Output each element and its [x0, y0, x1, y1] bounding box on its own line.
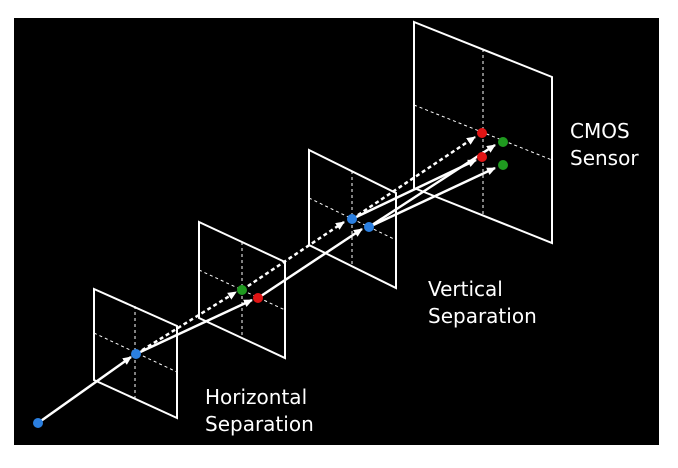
sensor-label-line2: Sensor	[570, 146, 639, 170]
horizontal-separation-label: Horizontal Separation	[205, 385, 314, 436]
ray-v-split-2	[257, 227, 363, 300]
panel1-point	[131, 349, 141, 359]
ray-to-sensor-3	[368, 143, 496, 229]
panel3-point-b	[364, 222, 374, 232]
diagram-background	[14, 18, 659, 445]
sensor-green-point-2	[498, 160, 508, 170]
sensor-red-point-1	[477, 128, 487, 138]
sensor-label-line1: CMOS	[570, 119, 630, 143]
optical-panel-1	[93, 287, 178, 420]
ray-to-sensor-1	[351, 135, 476, 221]
ray-input	[37, 355, 132, 425]
cmos-sensor-label: CMOS Sensor	[570, 119, 639, 170]
horizontal-label-line2: Separation	[205, 412, 314, 436]
vertical-separation-label: Vertical Separation	[428, 277, 537, 328]
panel2-green-point	[237, 285, 247, 295]
vertical-label-line1: Vertical	[428, 277, 503, 301]
source-point	[33, 418, 43, 428]
ray-to-sensor-4	[368, 166, 496, 229]
panel2-red-point	[253, 293, 263, 303]
sensor-red-point-2	[477, 152, 487, 162]
ray-h-split-upper	[135, 290, 237, 356]
vertical-label-line2: Separation	[428, 304, 537, 328]
light-rays	[37, 135, 496, 425]
ray-h-split-lower	[135, 298, 253, 356]
horizontal-label-line1: Horizontal	[205, 385, 307, 409]
sensor-green-point-1	[498, 137, 508, 147]
panel3-point-a	[347, 214, 357, 224]
